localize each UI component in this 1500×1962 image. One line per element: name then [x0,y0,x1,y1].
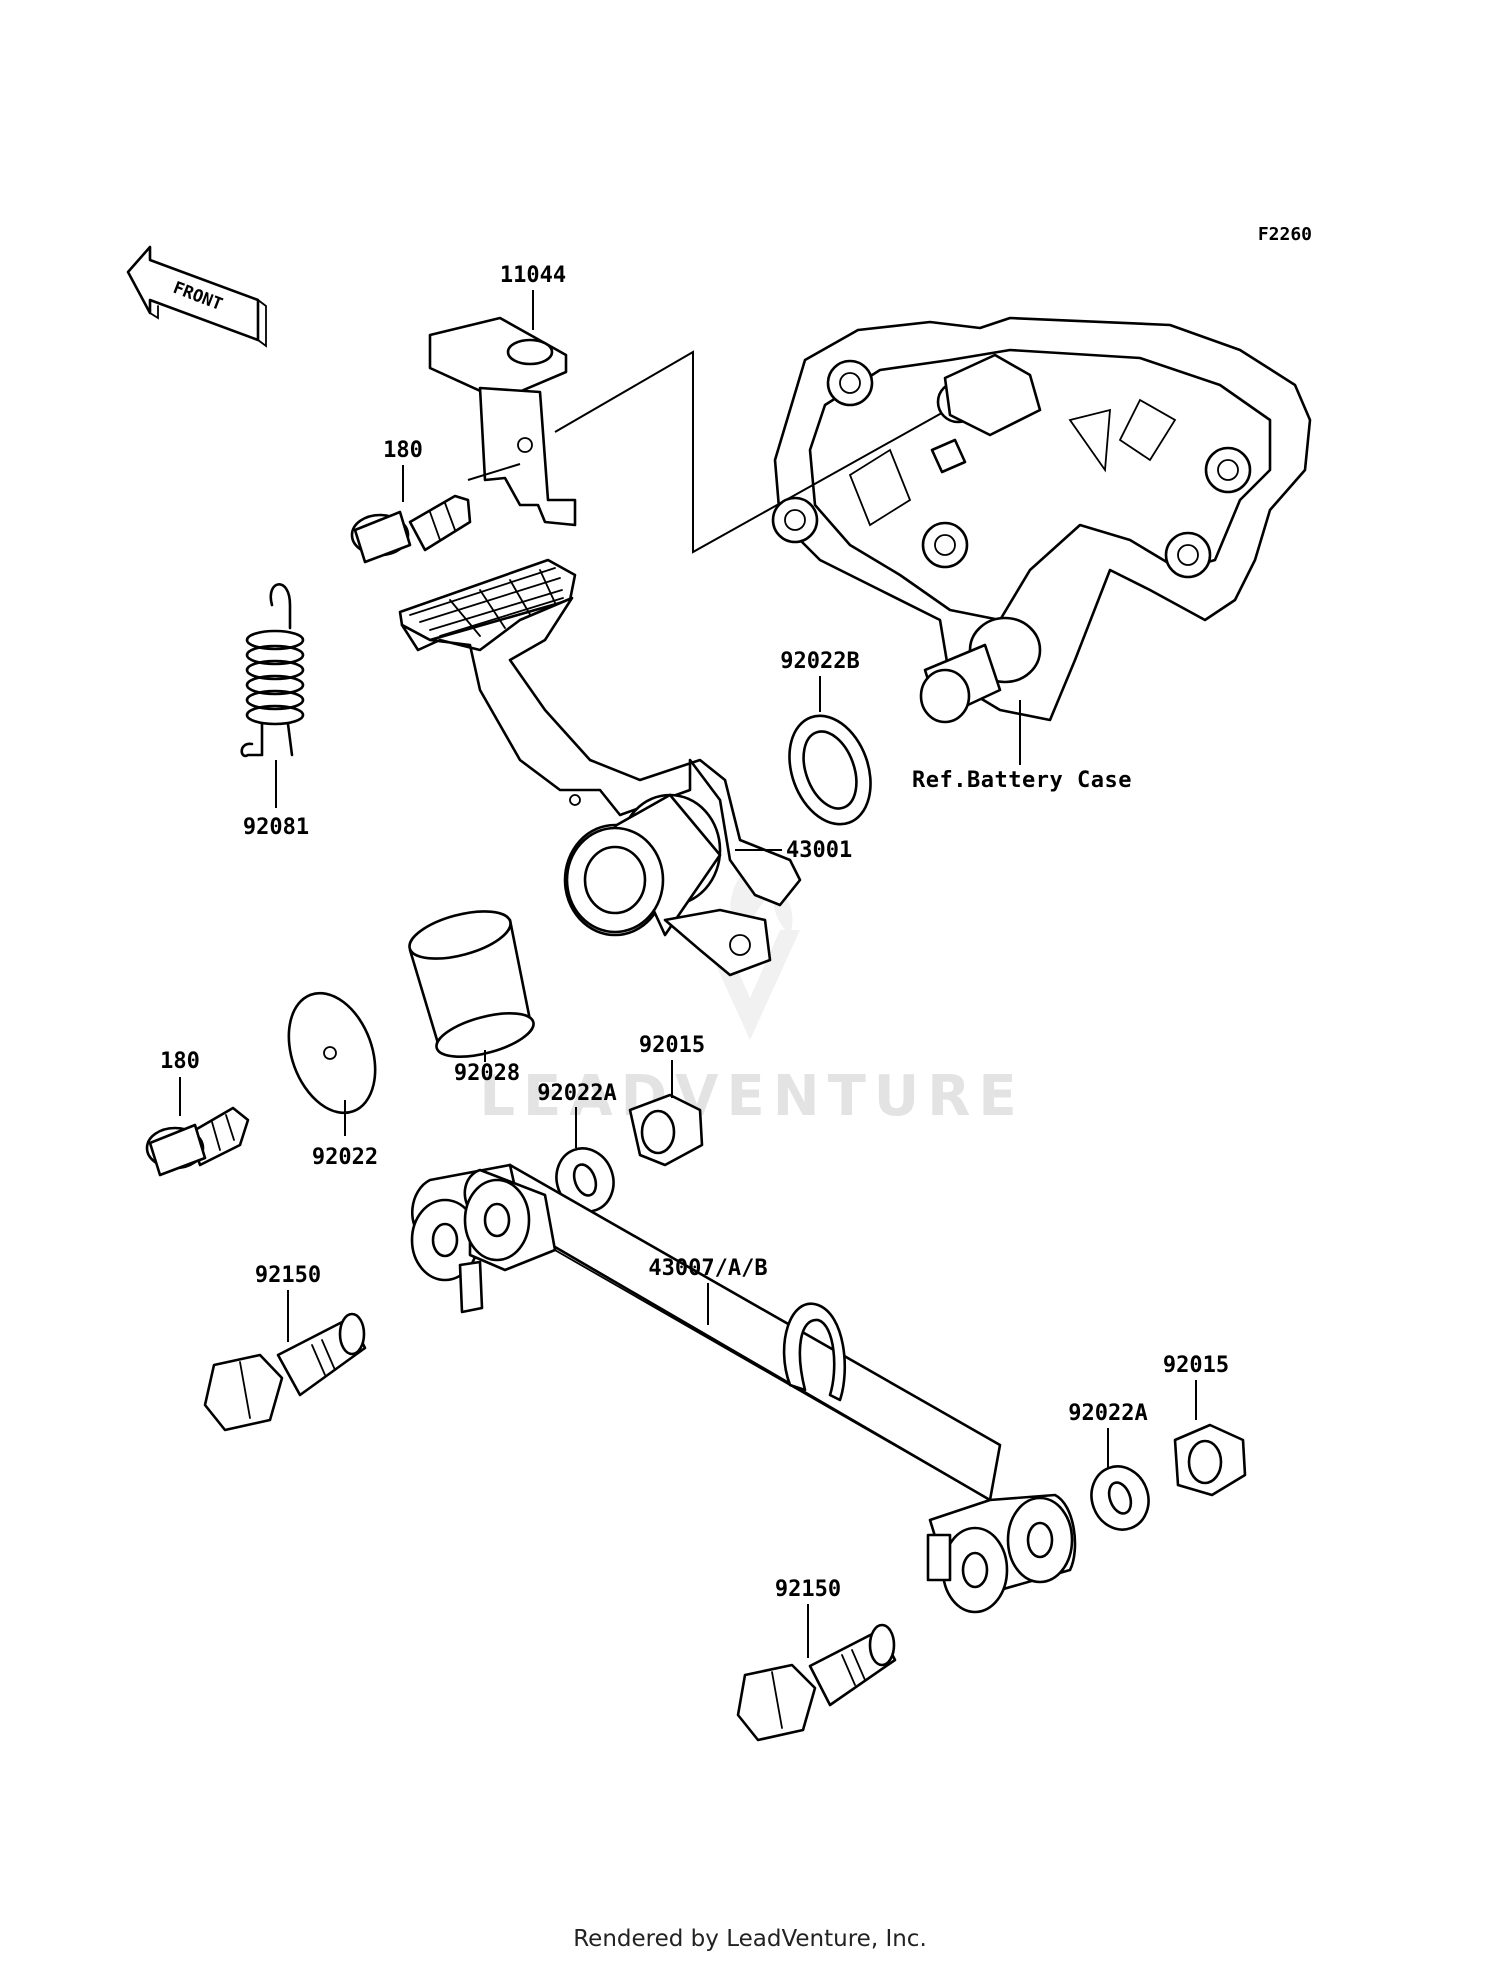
callout-92015-mid: 92015 [639,1033,705,1058]
callout-11044: 11044 [500,263,566,288]
watermark-text: LEADVENTURE [479,1064,1024,1129]
bolt-180-left [145,1106,250,1177]
battery-case-ref [771,316,1312,724]
callout-43007: 43007/A/B [648,1256,767,1281]
front-arrow-icon: FRONT [126,245,267,348]
callout-92015-right: 92015 [1163,1353,1229,1378]
washer-92022 [287,991,377,1115]
callout-92022: 92022 [312,1145,378,1170]
spring-92081 [240,583,305,758]
bolt-92150-left [203,1312,367,1432]
collar-92028 [408,910,535,1058]
washer-92022B [788,714,872,826]
callout-92022A-mid: 92022A [537,1081,616,1106]
nut-92015-right [1173,1423,1247,1497]
bolt-92150-bottom [736,1623,897,1742]
nut-92015-mid [628,1093,704,1167]
callout-180-top: 180 [383,438,423,463]
callout-92022B: 92022B [780,649,859,674]
rod-43007 [410,1163,1077,1614]
callout-92022A-right: 92022A [1068,1401,1147,1426]
callout-92150-left: 92150 [255,1263,321,1288]
footer-credit: Rendered by LeadVenture, Inc. [573,1926,927,1952]
bracket-11044 [428,316,577,527]
callout-92150-bottom: 92150 [775,1577,841,1602]
washer-92022A-right [1090,1465,1150,1531]
callout-180-left: 180 [160,1049,200,1074]
callout-43001: 43001 [786,838,852,863]
callout-92028: 92028 [454,1061,520,1086]
ref-battery-case-label: Ref.Battery Case [912,768,1132,793]
bolt-180-top [350,494,472,564]
diagram-code: F2260 [1258,224,1312,245]
washer-92022A-mid [555,1147,615,1213]
callout-92081: 92081 [243,815,309,840]
brake-pedal-43001 [398,558,802,977]
